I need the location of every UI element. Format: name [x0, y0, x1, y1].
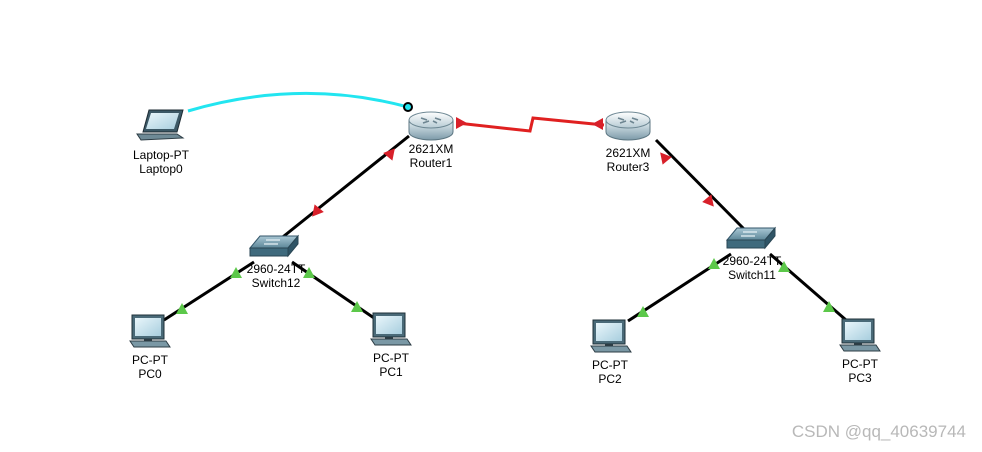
pc0-icon[interactable] — [129, 314, 171, 348]
router1-label: 2621XM Router1 — [409, 142, 454, 170]
pc1-name: PC1 — [379, 365, 403, 379]
console-port-marker — [403, 102, 413, 112]
pc2-label: PC-PT PC2 — [592, 358, 628, 386]
switch11-icon[interactable] — [725, 226, 777, 250]
link-status-switch11-pc2-1 — [637, 306, 649, 317]
laptop0-model: Laptop-PT — [132, 148, 190, 162]
pc2-icon[interactable] — [590, 319, 632, 353]
router1-icon[interactable] — [408, 111, 454, 141]
router3-name: Router3 — [606, 160, 650, 174]
link-router3-switch11[interactable] — [654, 138, 747, 232]
link-status-router1-switch12-1 — [312, 204, 324, 217]
router3-label: 2621XM Router3 — [606, 146, 651, 174]
link-status-router1-router3-1 — [592, 118, 603, 130]
pc3-name: PC3 — [848, 371, 872, 385]
pc2-model: PC-PT — [592, 358, 628, 372]
laptop0-label: Laptop-PT Laptop0 — [133, 148, 189, 176]
switch12-name: Switch12 — [251, 276, 301, 290]
pc3-model: PC-PT — [842, 357, 878, 371]
link-status-switch11-pc2-0 — [708, 258, 720, 269]
switch12-model: 2960-24TT — [246, 262, 306, 276]
link-router1-router3[interactable] — [456, 116, 605, 133]
link-status-router1-router3-0 — [456, 117, 467, 129]
pc1-label: PC-PT PC1 — [373, 351, 409, 379]
switch11-name: Switch11 — [728, 268, 776, 282]
pc0-model: PC-PT — [132, 353, 168, 367]
link-status-switch12-pc1-0 — [303, 267, 315, 278]
link-laptop0-router1[interactable] — [187, 91, 409, 113]
link-status-switch11-pc3-1 — [823, 301, 835, 312]
laptop0-name: Laptop0 — [139, 162, 183, 176]
pc0-name: PC0 — [138, 367, 162, 381]
switch11-label: 2960-24TT Switch11 — [723, 254, 782, 282]
pc3-label: PC-PT PC3 — [842, 357, 878, 385]
router3-icon[interactable] — [605, 111, 651, 141]
router3-model: 2621XM — [605, 146, 651, 160]
router1-model: 2621XM — [408, 142, 454, 156]
link-status-router1-switch12-0 — [383, 148, 395, 161]
pc1-icon[interactable] — [370, 312, 412, 346]
link-status-switch12-pc1-1 — [351, 301, 363, 312]
router1-name: Router1 — [409, 156, 453, 170]
link-status-router3-switch11-0 — [660, 152, 672, 165]
link-status-switch11-pc3-0 — [778, 261, 790, 272]
link-status-switch12-pc0-1 — [176, 303, 188, 314]
laptop0-icon[interactable] — [136, 109, 185, 141]
link-markers-layer — [176, 102, 835, 317]
pc0-label: PC-PT PC0 — [132, 353, 168, 381]
watermark: CSDN @qq_40639744 — [791, 422, 966, 441]
link-status-router3-switch11-1 — [702, 194, 714, 207]
link-status-switch12-pc0-0 — [230, 267, 242, 278]
pc2-name: PC2 — [598, 372, 622, 386]
pc1-model: PC-PT — [373, 351, 409, 365]
switch12-icon[interactable] — [248, 234, 300, 258]
switch11-model: 2960-24TT — [722, 254, 782, 268]
switch12-label: 2960-24TT Switch12 — [247, 262, 306, 290]
pc3-icon[interactable] — [839, 318, 881, 352]
